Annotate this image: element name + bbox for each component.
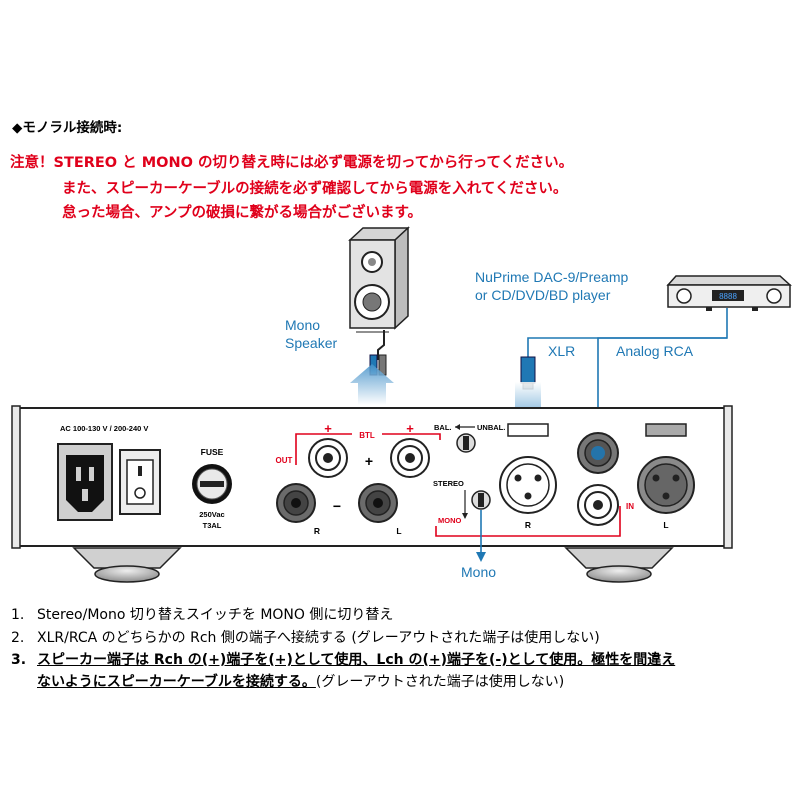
speaker-terminal-l-minus [358, 483, 398, 523]
speaker-r-label: R [314, 526, 320, 536]
mono-speaker-label-2: Speaker [285, 335, 337, 351]
unbal-label: UNBAL. [477, 423, 505, 432]
minus-label: − [333, 498, 341, 514]
btl-label: BTL [359, 431, 375, 440]
instruction-1: 1. Stereo/Mono 切り替えスイッチを MONO 側に切り替え [11, 604, 393, 624]
plus-label: + [365, 453, 373, 469]
instruction-number: 1. [11, 607, 25, 623]
section-heading: ◆モノラル接続時: [12, 120, 123, 136]
speaker-icon [348, 226, 410, 333]
xlr-input-l [637, 423, 695, 514]
xlr-input-r [499, 423, 557, 514]
speaker-terminal-r-plus [308, 438, 348, 478]
instruction-text-bold-2: ないようにスピーカーケーブルを接続する。 [37, 674, 316, 690]
instruction-text-bold-1: スピーカー端子は Rch の(+)端子を(+)として使用、Lch の(+)端子を… [37, 652, 676, 668]
caution-line-3: 怠った場合、アンプの破損に繋がる場合がございます。 [62, 205, 423, 221]
speaker-terminal-l-plus [390, 438, 430, 478]
rca-input-bottom [577, 484, 619, 526]
speaker-l-label: L [396, 526, 401, 536]
dac-display: 8888 [719, 292, 737, 301]
input-l-label: L [663, 520, 668, 530]
power-inlet-icon [57, 443, 113, 521]
fuse-rating-2: T3AL [203, 521, 222, 530]
amplifier-rear-panel: AC 100-130 V / 200-240 V FUSE 250Vac T3A… [11, 405, 733, 549]
caution-line-2: また、スピーカーケーブルの接続を必ず確認してから電源を入れてください。 [62, 181, 568, 197]
instruction-text-normal: (グレーアウトされた端子は使用しない) [315, 674, 565, 690]
input-r-label: R [525, 520, 531, 530]
ac-voltage-label: AC 100-130 V / 200-240 V [60, 424, 148, 433]
stereo-mono-switch-icon [471, 490, 491, 510]
power-switch-icon [119, 449, 161, 515]
fuse-rating-1: 250Vac [199, 510, 224, 519]
arrow-up-icon [350, 364, 394, 405]
out-label: OUT [276, 456, 293, 465]
mono-label: MONO [438, 516, 461, 525]
bal-unbal-switch-icon [456, 433, 476, 453]
source-label-1: NuPrime DAC-9/Preamp [475, 269, 628, 285]
plus-red-left: + [324, 421, 332, 436]
speaker-terminal-r-minus [276, 483, 316, 523]
instruction-2: 2. XLR/RCA のどちらかの Rch 側の端子へ接続する (グレーアウトされ… [11, 627, 600, 647]
instruction-number: 2. [11, 630, 25, 646]
mono-speaker-label-1: Mono [285, 317, 320, 333]
mono-switch-label: Mono [461, 564, 496, 580]
source-label-2: or CD/DVD/BD player [475, 287, 611, 303]
caution-line-1: 注意！STEREO と MONO の切り替え時には必ず電源を切ってから行ってくだ… [10, 155, 574, 171]
instruction-number: 3. [11, 652, 27, 668]
instruction-3: 3. スピーカー端子は Rch の(+)端子を(+)として使用、Lch の(+)端… [11, 649, 675, 669]
in-label: IN [626, 502, 634, 511]
bal-label: BAL. [434, 423, 452, 432]
dac-device-icon: 8888 [666, 275, 792, 311]
analog-rca-label: Analog RCA [616, 343, 694, 359]
fuse-holder-icon [192, 464, 232, 504]
fuse-label: FUSE [201, 447, 224, 457]
stereo-label: STEREO [433, 479, 464, 488]
xlr-label: XLR [548, 343, 575, 359]
plus-red-right: + [406, 421, 414, 436]
amplifier-feet [72, 547, 674, 583]
instruction-text: Stereo/Mono 切り替えスイッチを MONO 側に切り替え [37, 607, 394, 623]
rca-input-top [577, 432, 619, 474]
instruction-text: XLR/RCA のどちらかの Rch 側の端子へ接続する (グレーアウトされた端… [37, 630, 600, 646]
instruction-3-continued: ないようにスピーカーケーブルを接続する。(グレーアウトされた端子は使用しない) [37, 671, 564, 691]
